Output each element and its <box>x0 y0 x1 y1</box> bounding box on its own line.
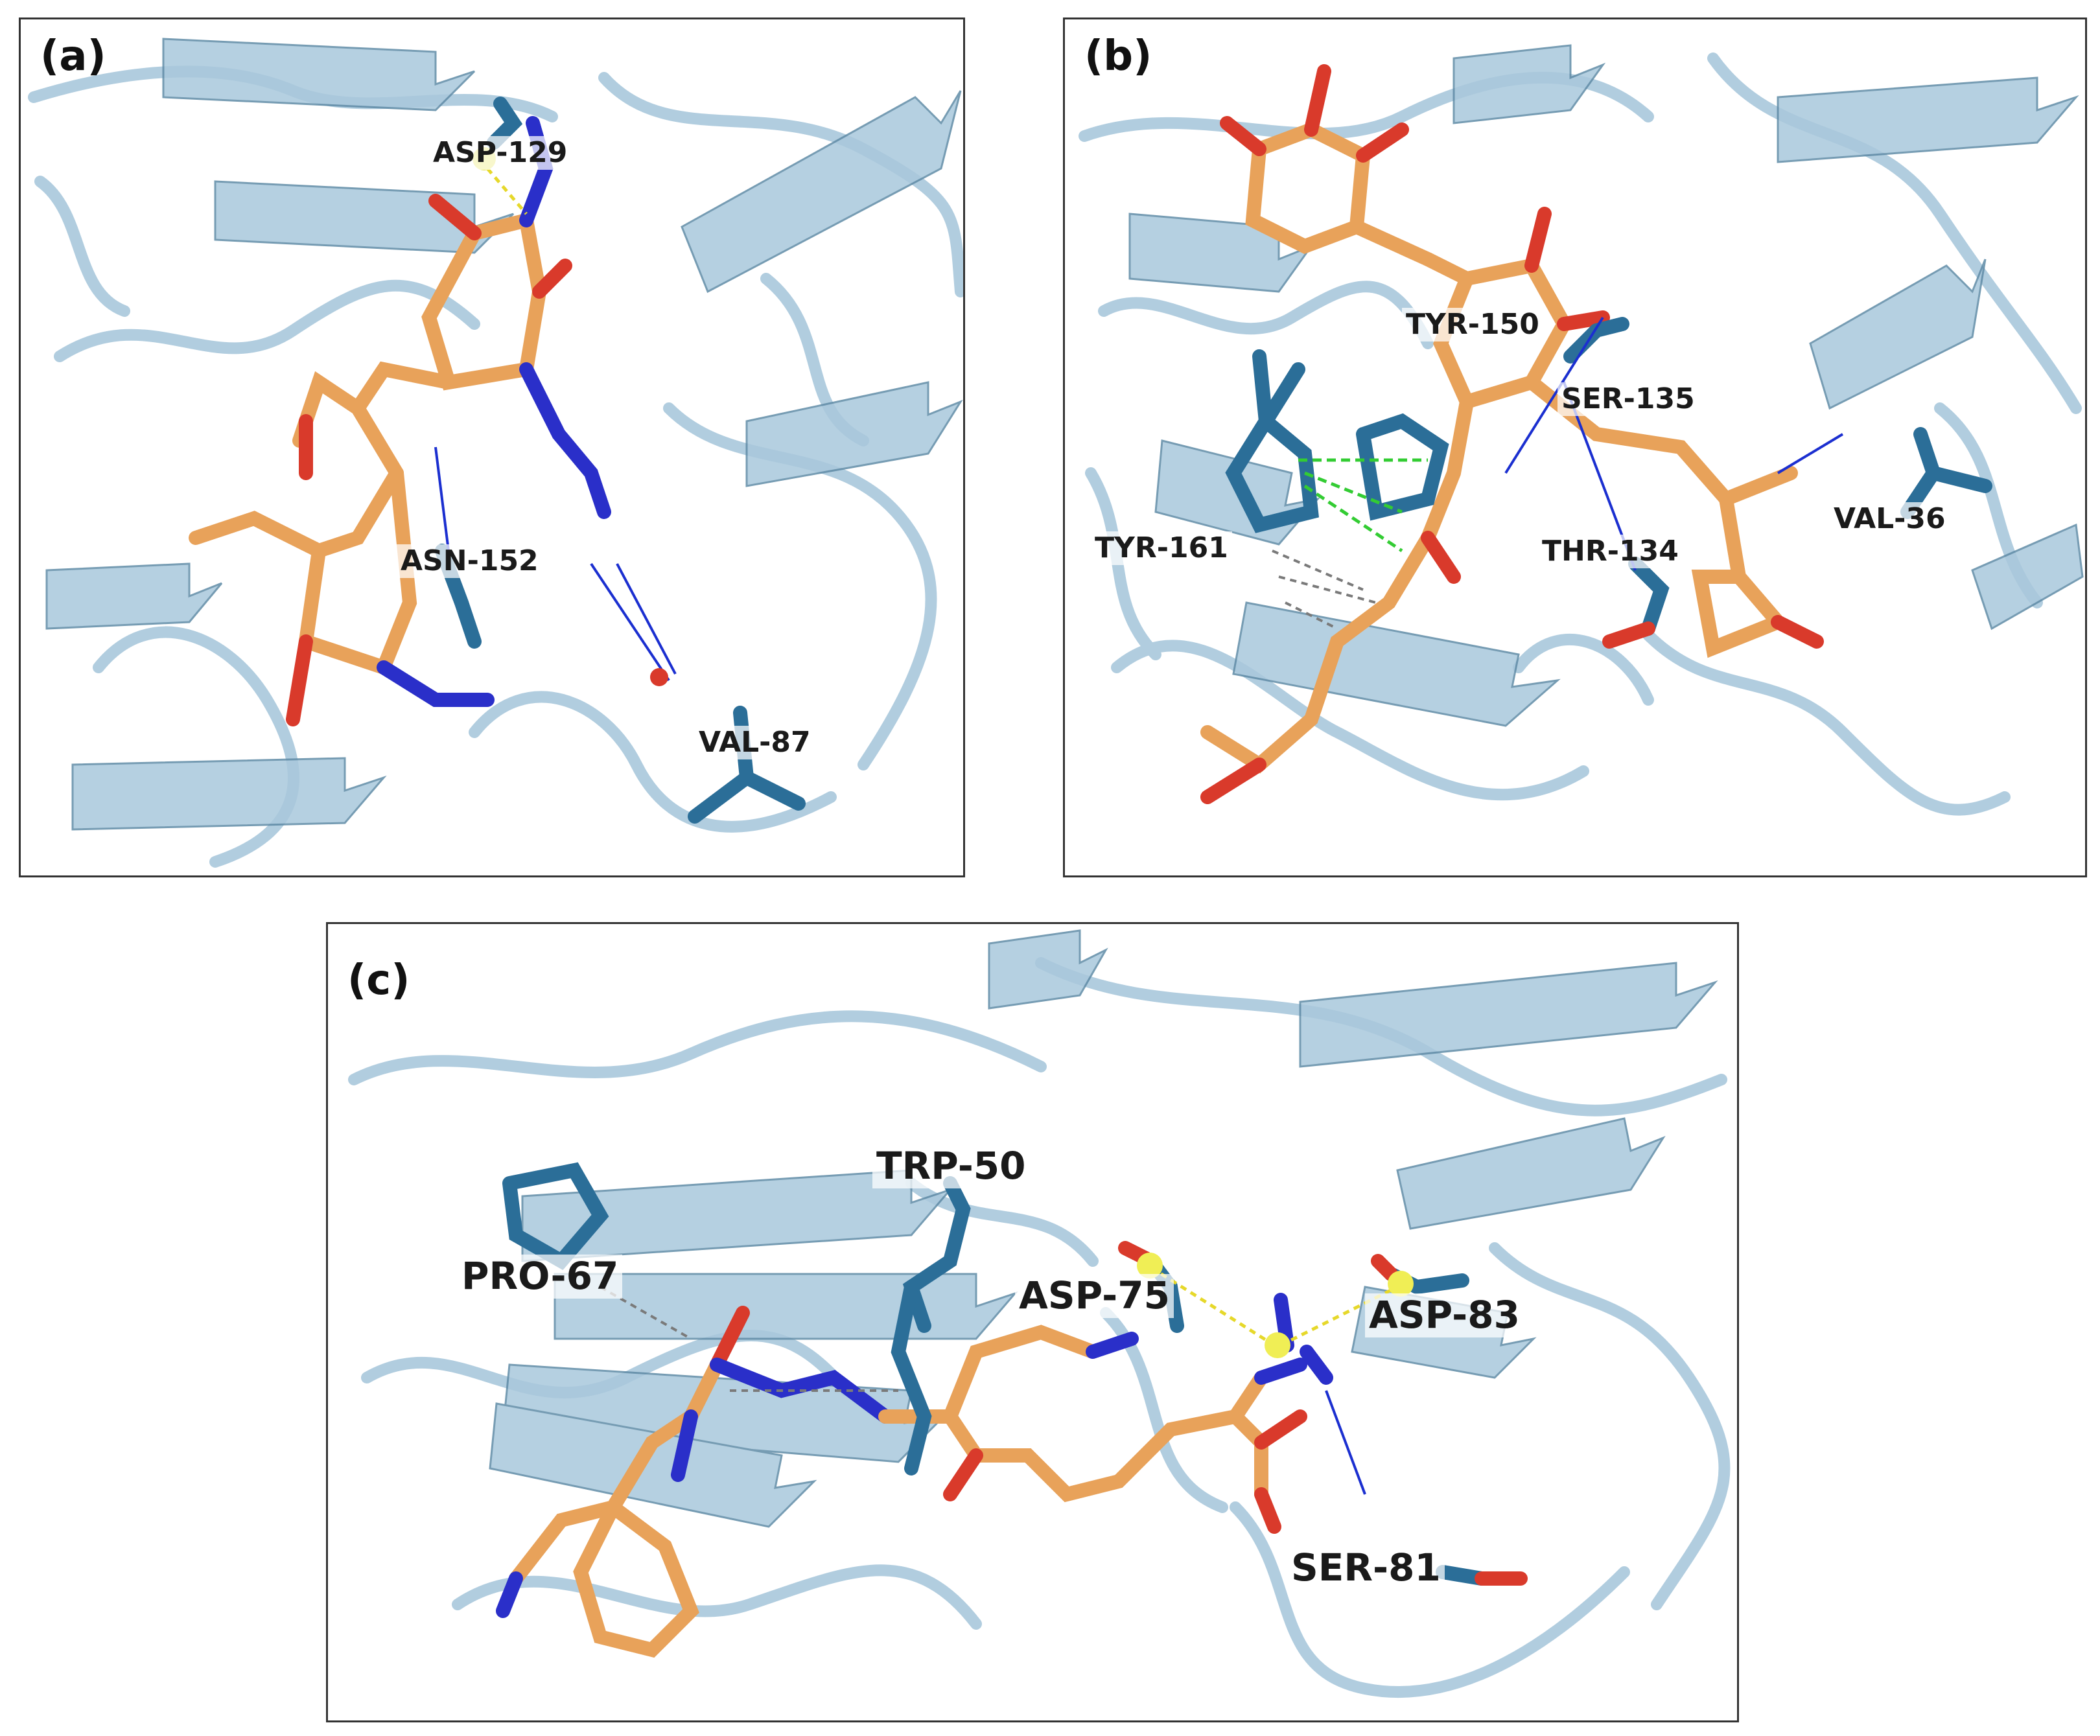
panel-a: (a) ASP-129 ASN-152 VAL-87 <box>19 17 965 877</box>
residue-label-ser-135: SER-135 <box>1558 382 1699 417</box>
residue-label-asp-83: ASP-83 <box>1365 1293 1524 1337</box>
residue-label-thr-134: THR-134 <box>1538 535 1683 569</box>
residue-label-asp-129: ASP-129 <box>429 136 572 170</box>
panel-c: (c) TRP-50 PRO-67 ASP-75 ASP-83 SER-81 <box>326 922 1739 1722</box>
panel-a-label: (a) <box>40 32 106 80</box>
residue-label-ser-81: SER-81 <box>1287 1546 1445 1590</box>
residue-label-pro-67: PRO-67 <box>458 1255 623 1299</box>
residue-label-asn-152: ASN-152 <box>397 544 542 579</box>
residue-label-tyr-161: TYR-161 <box>1091 531 1232 566</box>
residue-label-asp-75: ASP-75 <box>1015 1274 1174 1318</box>
panel-b-structure <box>1079 44 2084 816</box>
residue-label-val-87: VAL-87 <box>695 726 815 760</box>
panel-b: (b) TYR-150 SER-135 TYR-161 THR-134 VAL-… <box>1063 17 2087 877</box>
residue-label-val-36: VAL-36 <box>1830 502 1950 537</box>
panel-c-label: (c) <box>347 956 410 1004</box>
panel-b-label: (b) <box>1084 32 1152 80</box>
residue-label-trp-50: TRP-50 <box>872 1144 1030 1188</box>
panel-c-structure <box>348 929 1731 1698</box>
residue-label-tyr-150: TYR-150 <box>1402 308 1543 342</box>
